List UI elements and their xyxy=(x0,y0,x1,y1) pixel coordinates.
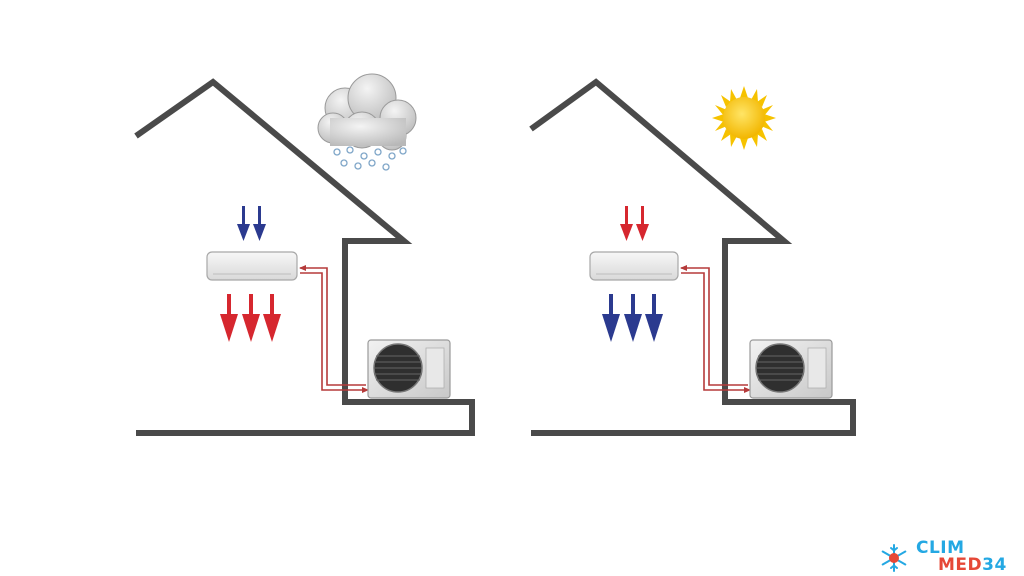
snowflake-sun-icon xyxy=(881,544,907,572)
refrigerant-pipes-left xyxy=(299,265,369,393)
cool-arrows-large-right xyxy=(602,294,663,342)
house-outline-right xyxy=(529,78,856,436)
logo-text-34: 34 xyxy=(982,555,1007,575)
refrigerant-pipes-right xyxy=(680,265,751,393)
indoor-unit-left xyxy=(206,251,298,281)
warm-arrows-small-right xyxy=(620,206,649,241)
snow-cloud-icon xyxy=(317,73,417,171)
outdoor-unit-right xyxy=(749,339,833,399)
cool-arrows-small-left xyxy=(237,206,266,241)
climmed34-logo: CLIM MED34 xyxy=(878,540,1024,576)
indoor-unit-right xyxy=(589,251,679,281)
warm-arrows-large-left xyxy=(220,294,281,342)
outdoor-unit-left xyxy=(367,339,451,399)
logo-text-clim: CLIM xyxy=(916,538,965,558)
panel-heating xyxy=(134,73,475,436)
house-outline-left xyxy=(134,78,475,436)
panel-cooling xyxy=(529,78,856,436)
sun-icon xyxy=(712,86,776,150)
logo-text-med: MED xyxy=(938,555,983,575)
